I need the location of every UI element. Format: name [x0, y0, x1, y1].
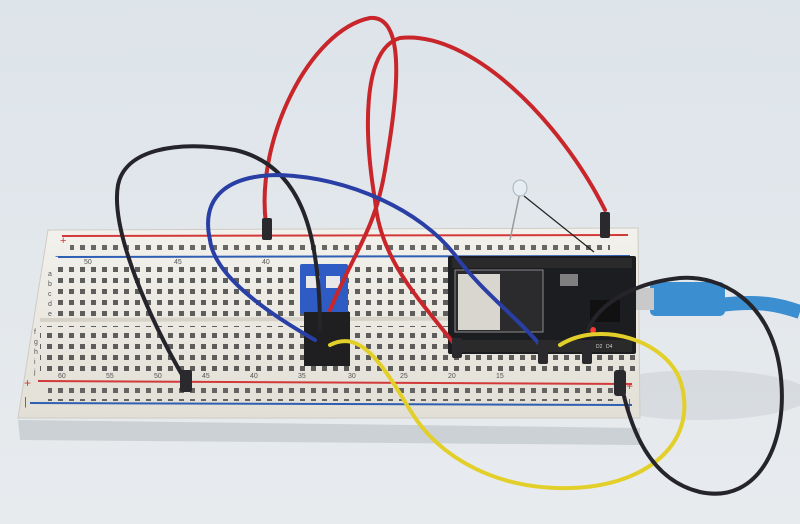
connector-blue-esp — [538, 340, 548, 364]
svg-text:40: 40 — [250, 373, 258, 380]
svg-text:55: 55 — [106, 373, 114, 380]
connector-black-bottom-rail — [180, 370, 192, 392]
svg-text:35: 35 — [298, 373, 306, 380]
svg-text:+: + — [626, 379, 633, 393]
svg-text:50: 50 — [84, 259, 92, 266]
connector-red-right-rail — [600, 212, 610, 238]
yellow-wire — [328, 331, 687, 491]
svg-text:15: 15 — [496, 373, 504, 380]
svg-text:g: g — [34, 339, 38, 346]
svg-text:j: j — [33, 369, 36, 376]
blue-wire — [206, 172, 542, 347]
svg-text:|: | — [24, 396, 27, 408]
svg-text:45: 45 — [174, 259, 182, 266]
svg-text:30: 30 — [348, 373, 356, 380]
usb-cable — [620, 282, 800, 319]
rail-minus-label: − — [55, 251, 61, 263]
svg-text:c: c — [48, 291, 52, 298]
black-wire-left — [115, 144, 322, 382]
connector-red-top-rail — [262, 218, 272, 240]
column-numbers: 50 45 40 60 55 50 45 40 35 30 25 20 15 — [58, 259, 504, 380]
red-wire-1 — [262, 15, 399, 312]
svg-text:h: h — [34, 349, 38, 356]
connector-black-right-rail — [614, 370, 626, 396]
row-letters: a b c d e f g h i j — [33, 271, 52, 376]
breadboard-shadow — [18, 370, 800, 445]
svg-text:a: a — [48, 271, 52, 278]
svg-text:45: 45 — [202, 373, 210, 380]
svg-text:f: f — [34, 329, 36, 336]
svg-text:60: 60 — [58, 373, 66, 380]
svg-text:e: e — [48, 311, 52, 318]
svg-text:i: i — [34, 359, 36, 366]
svg-text:+: + — [24, 376, 31, 390]
black-wire-right — [586, 275, 784, 496]
jumper-connectors — [180, 212, 626, 396]
svg-text:40: 40 — [262, 259, 270, 266]
red-wire-2 — [366, 35, 607, 347]
svg-text:D2: D2 — [596, 344, 603, 350]
svg-text:|: | — [628, 398, 631, 410]
svg-text:20: 20 — [448, 373, 456, 380]
power-led-icon — [590, 327, 596, 333]
connector-yellow-esp — [582, 340, 592, 364]
svg-text:50: 50 — [154, 373, 162, 380]
svg-text:25: 25 — [400, 373, 408, 380]
svg-text:d: d — [48, 301, 52, 308]
clear-led — [509, 179, 595, 253]
connector-red-esp — [452, 338, 462, 358]
svg-text:b: b — [48, 281, 52, 288]
rail-plus-label: + — [60, 235, 66, 247]
svg-text:D4: D4 — [606, 344, 613, 350]
jumper-wires — [115, 15, 784, 496]
